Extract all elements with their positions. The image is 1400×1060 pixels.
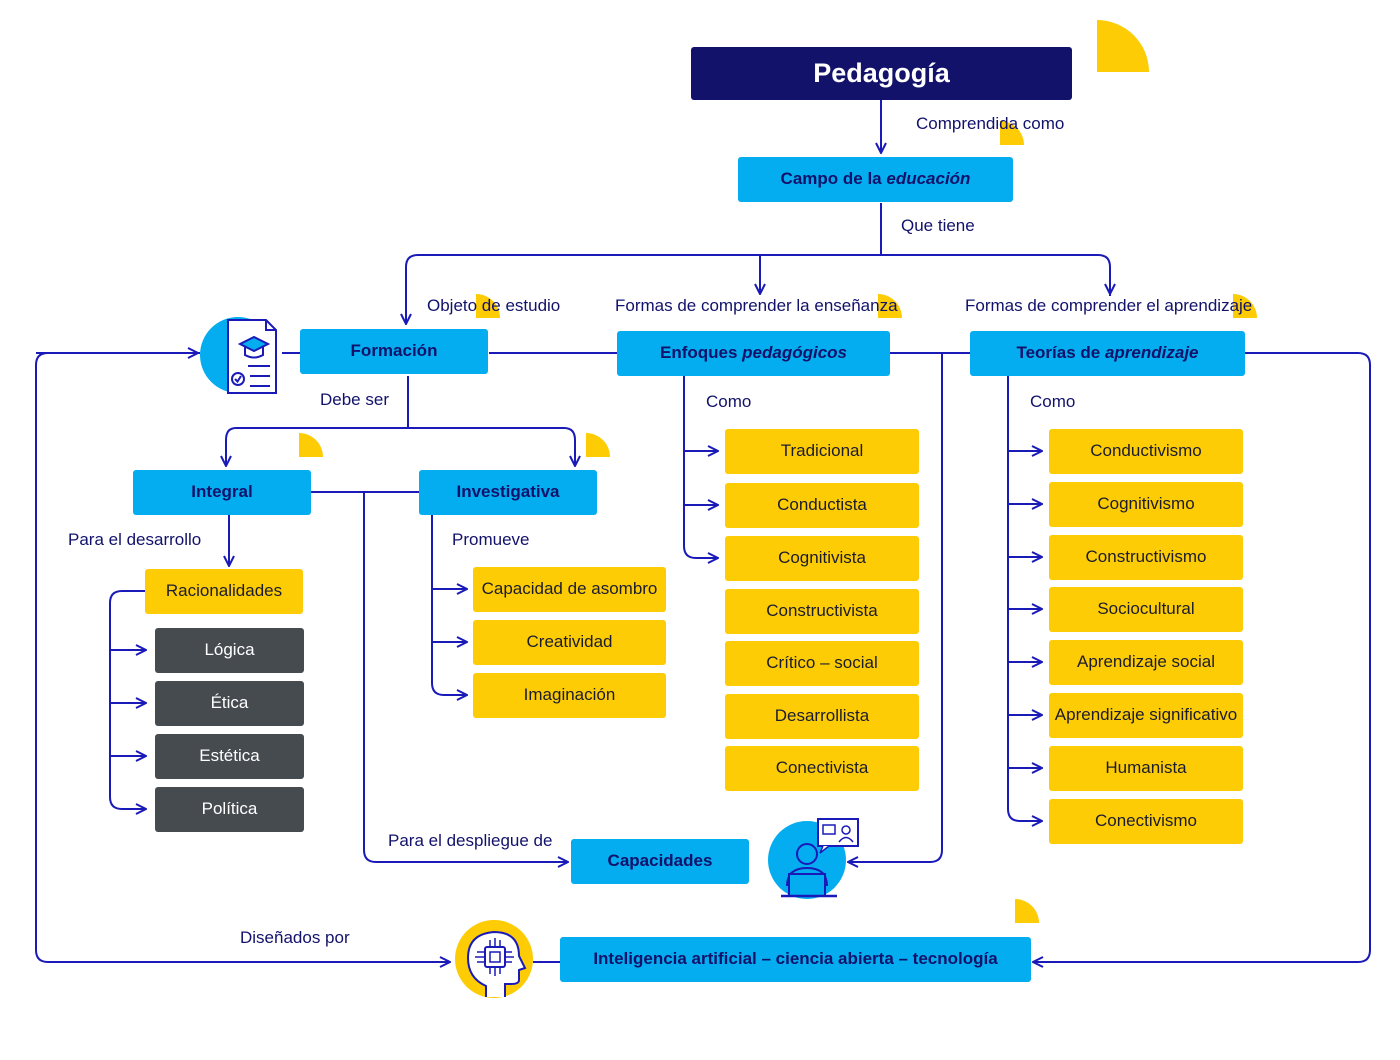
list-item-capacidad: Imaginación <box>473 673 666 718</box>
link-label: Diseñados por <box>240 928 350 947</box>
node-teorias-aprendizaje: Teorías de aprendizaje <box>970 331 1245 376</box>
list-item-racionalidad: Ética <box>155 681 304 726</box>
person-at-laptop-icon <box>768 818 859 899</box>
node-enfoques-pedagogicos: Enfoques pedagógicos <box>617 331 890 376</box>
link-label: Comprendida como <box>916 114 1065 133</box>
root-node: Pedagogía <box>691 47 1072 100</box>
list-item-capacidad: Capacidad de asombro <box>473 567 666 612</box>
link-label: Para el desarrollo <box>68 530 202 549</box>
list-item-teoria: Conectivismo <box>1049 799 1243 844</box>
list-item-teoria: Conductivismo <box>1049 429 1243 474</box>
list-item-teoria: Sociocultural <box>1049 587 1243 632</box>
node-ia-ciencia-tecnologia: Inteligencia artificial – ciencia abiert… <box>560 937 1031 982</box>
list-item-racionalidad: Lógica <box>155 628 304 673</box>
list-item-enfoque: Constructivista <box>725 589 919 634</box>
list-item-enfoque: Crítico – social <box>725 641 919 686</box>
list-item-racionalidad: Política <box>155 787 304 832</box>
node-integral: Integral <box>133 470 311 515</box>
list-item-capacidad: Creatividad <box>473 620 666 665</box>
list-item-enfoque: Desarrollista <box>725 694 919 739</box>
document-graduation-icon <box>200 317 277 394</box>
link-label: Formas de comprender la enseñanza <box>615 296 898 315</box>
link-label: Formas de comprender el aprendizaje <box>965 296 1253 315</box>
list-item-teoria: Constructivismo <box>1049 535 1243 580</box>
node-investigativa: Investigativa <box>419 470 597 515</box>
link-label: Promueve <box>452 530 530 549</box>
link-label: Que tiene <box>901 216 975 235</box>
node-campo-educacion: Campo de la educación <box>738 157 1013 202</box>
link-label: Para el despliegue de <box>388 831 553 850</box>
link-label: Objeto de estudio <box>427 296 561 315</box>
ai-head-chip-icon <box>455 920 533 998</box>
list-item-enfoque: Tradicional <box>725 429 919 474</box>
link-label: Debe ser <box>320 390 389 409</box>
list-item-teoria: Aprendizaje social <box>1049 640 1243 685</box>
link-label: Como <box>706 392 752 411</box>
list-item-enfoque: Conectivista <box>725 746 919 791</box>
list-item-teoria: Aprendizaje significativo <box>1049 693 1243 738</box>
list-item-enfoque: Conductista <box>725 483 919 528</box>
list-item-enfoque: Cognitivista <box>725 536 919 581</box>
link-label: Como <box>1030 392 1076 411</box>
list-item-teoria: Cognitivismo <box>1049 482 1243 527</box>
list-item-racionalidad: Estética <box>155 734 304 779</box>
node-formacion: Formación <box>300 329 488 374</box>
list-item-teoria: Humanista <box>1049 746 1243 791</box>
node-racionalidades: Racionalidades <box>145 569 303 614</box>
node-capacidades: Capacidades <box>571 839 749 884</box>
